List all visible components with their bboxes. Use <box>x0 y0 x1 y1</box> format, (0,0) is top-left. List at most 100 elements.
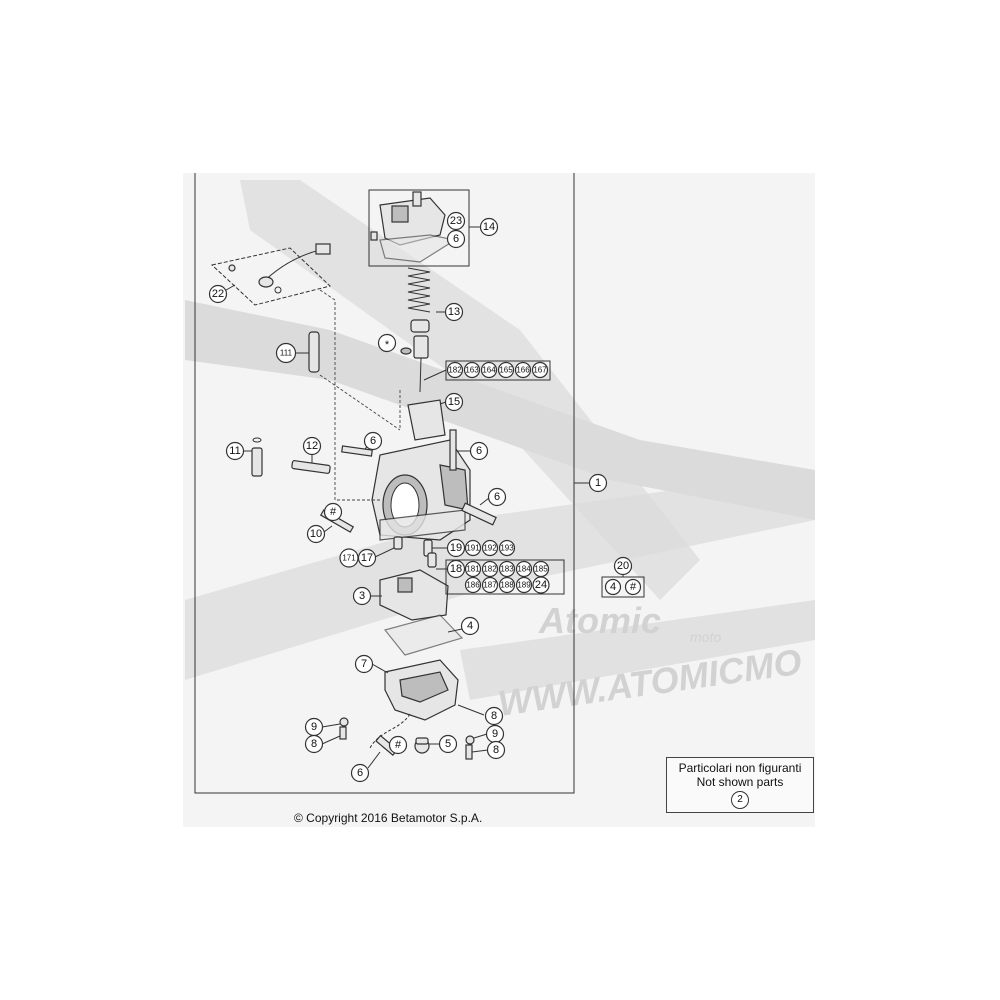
washer-left <box>339 717 349 727</box>
svg-text:23: 23 <box>450 215 462 227</box>
hose-left <box>341 445 373 457</box>
callout-111: 111 <box>275 342 297 364</box>
cover-gasket <box>379 234 457 263</box>
callout-hash-top: 6 <box>446 229 466 249</box>
svg-text:6: 6 <box>494 491 500 503</box>
svg-text:6: 6 <box>370 435 376 447</box>
e-clip <box>400 347 412 355</box>
needle-ref-1: 163 <box>463 361 481 379</box>
svg-text:171: 171 <box>342 554 356 563</box>
svg-text:192: 192 <box>483 544 497 553</box>
callout-10: 10 <box>306 524 326 544</box>
jet19-ref-2: 192 <box>481 539 499 557</box>
svg-text:#: # <box>330 506 337 518</box>
needle-ref-4: 166 <box>514 361 532 379</box>
svg-text:188: 188 <box>500 581 514 590</box>
callout-171: 171 <box>339 548 359 568</box>
svg-text:164: 164 <box>482 366 496 375</box>
throttle-spring <box>407 267 431 313</box>
svg-text:15: 15 <box>448 396 460 408</box>
svg-text:18: 18 <box>450 563 462 575</box>
svg-text:13: 13 <box>448 306 460 318</box>
copyright-text: © Copyright 2016 Betamotor S.p.A. <box>294 811 483 825</box>
jet19-ref-0: 19 <box>446 538 466 558</box>
cable-end <box>315 243 331 255</box>
callout-23: 23 <box>446 211 466 231</box>
jet18-ref-2: 182 <box>481 560 499 578</box>
svg-text:182: 182 <box>483 565 497 574</box>
callout-13: 13 <box>444 302 464 322</box>
needle-clip-holder <box>413 335 429 359</box>
svg-text:111: 111 <box>280 349 293 358</box>
svg-text:7: 7 <box>361 658 367 670</box>
jet18-ref-10: 24 <box>532 576 550 594</box>
hose-vertical <box>449 429 457 471</box>
choke-screw <box>228 264 236 272</box>
jet18-ref-6: 186 <box>464 576 482 594</box>
svg-text:17: 17 <box>361 552 373 564</box>
svg-text:10: 10 <box>310 528 322 540</box>
jet19-ref-1: 191 <box>464 539 482 557</box>
jet18-ref-4: 184 <box>515 560 533 578</box>
watermark-sub: moto <box>690 629 721 645</box>
screw-left <box>339 726 347 740</box>
needle-ref-0: 182 <box>446 361 464 379</box>
svg-text:4: 4 <box>610 581 616 593</box>
cover-screw <box>412 191 422 207</box>
screw-right <box>465 744 473 760</box>
needle-ref-3: 165 <box>497 361 515 379</box>
needle-ref-box <box>445 360 551 381</box>
float-pin <box>397 577 413 593</box>
callout-8-left: 8 <box>304 734 324 754</box>
svg-text:8: 8 <box>493 744 499 756</box>
svg-text:9: 9 <box>311 721 317 733</box>
jet18-ref-7: 187 <box>481 576 499 594</box>
cover-bolt <box>370 231 378 241</box>
svg-text:6: 6 <box>453 233 459 245</box>
watermark-logo: Atomic moto WWW.ATOMICMO <box>185 180 815 724</box>
svg-text:4: 4 <box>467 620 473 632</box>
callout-4: 4 <box>460 616 480 636</box>
callout-hash-5: # <box>388 735 408 755</box>
svg-text:24: 24 <box>535 579 547 591</box>
svg-text:6: 6 <box>476 445 482 457</box>
svg-text:184: 184 <box>517 565 531 574</box>
svg-text:163: 163 <box>465 366 479 375</box>
svg-text:165: 165 <box>499 366 513 375</box>
adjust-screw <box>291 460 331 474</box>
plug <box>251 447 263 477</box>
svg-text:166: 166 <box>516 366 530 375</box>
drain-tube <box>369 713 411 749</box>
callout-6-upper: 6 <box>363 431 383 451</box>
svg-text:186: 186 <box>466 581 480 590</box>
svg-text:11: 11 <box>229 445 240 457</box>
svg-text:19: 19 <box>450 542 462 554</box>
jet-18 <box>427 552 437 568</box>
jet18-ref-9: 189 <box>515 576 533 594</box>
not-shown-ref: 2 <box>731 791 749 809</box>
callout-17: 17 <box>357 548 377 568</box>
callout-hash-10: # <box>323 502 343 522</box>
jet18-ref-0: 18 <box>446 559 466 579</box>
not-shown-label-it: Particolari non figuranti <box>678 761 802 775</box>
svg-text:167: 167 <box>533 366 547 375</box>
callout-20: 20 <box>613 556 633 576</box>
svg-text:20: 20 <box>617 560 629 572</box>
callout-8-bottom: 8 <box>486 740 506 760</box>
svg-text:5: 5 <box>445 738 451 750</box>
callout-1: 1 <box>588 473 608 493</box>
throttle-slide <box>407 399 446 441</box>
float <box>379 569 449 621</box>
svg-text:8: 8 <box>311 738 317 750</box>
callout-7: 7 <box>354 654 374 674</box>
callout-9-right: 9 <box>485 724 505 744</box>
callout-6-bottom: 6 <box>350 763 370 783</box>
svg-text:181: 181 <box>466 565 480 574</box>
callout-4-kit: 4 <box>604 578 622 596</box>
callout-6-right: 6 <box>469 441 489 461</box>
svg-text:22: 22 <box>212 288 224 300</box>
cable-pulley <box>391 205 409 223</box>
jet-needle <box>419 357 422 393</box>
svg-text:14: 14 <box>483 221 495 233</box>
